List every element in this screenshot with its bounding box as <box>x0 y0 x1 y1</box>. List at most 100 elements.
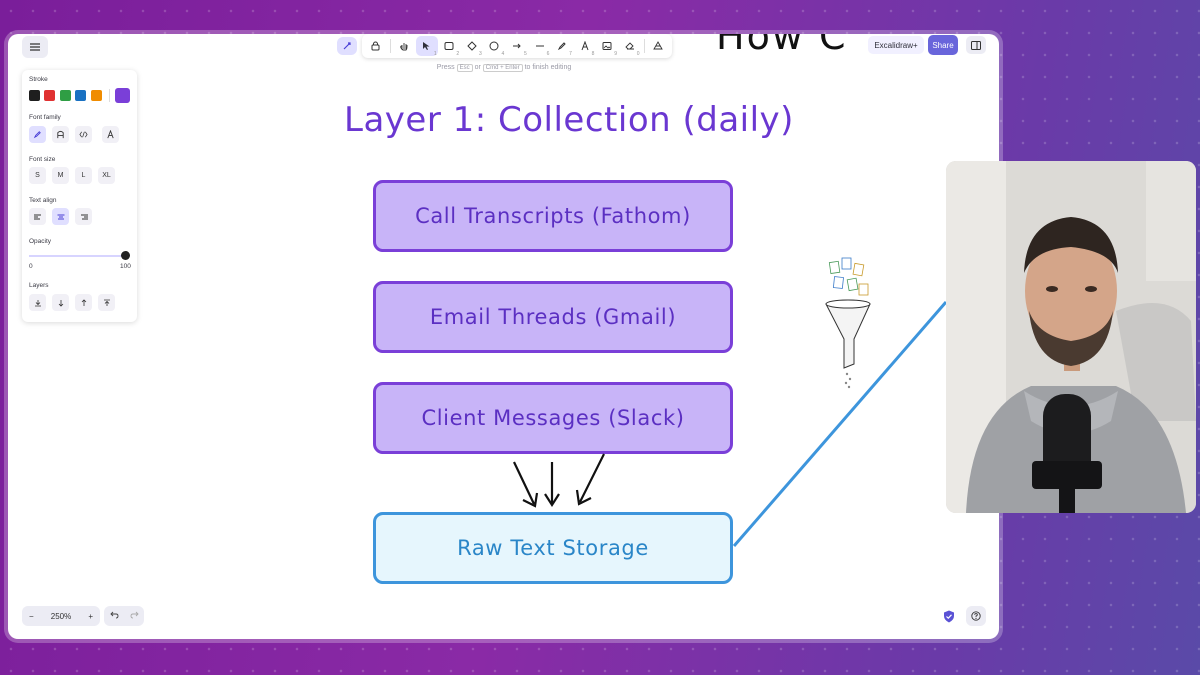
send-to-back-icon <box>34 299 41 306</box>
undo-button[interactable] <box>109 611 119 621</box>
opacity-slider-track[interactable] <box>29 255 127 257</box>
bring-to-front-icon <box>103 299 110 306</box>
presenter-video <box>946 161 1196 513</box>
main-menu-button[interactable] <box>22 36 48 58</box>
tool-number: 9 <box>614 51 617 57</box>
stroke-swatch-blue[interactable] <box>75 90 86 101</box>
share-button[interactable]: Share <box>928 35 958 55</box>
funnel-illustration[interactable] <box>763 254 943 404</box>
hand-icon <box>400 43 408 51</box>
opacity-label: Opacity <box>29 238 52 245</box>
align-left-button[interactable] <box>29 208 46 225</box>
send-backward-button[interactable] <box>52 294 69 311</box>
tool-selection[interactable]: 1 <box>416 36 438 57</box>
code-icon <box>79 131 88 138</box>
canvas-drawings <box>513 254 948 547</box>
zoom-out-button[interactable]: − <box>29 611 34 621</box>
lock-icon <box>371 41 380 51</box>
font-family-label: Font family <box>29 114 61 121</box>
hint-key-cmd-enter: Cmd + Enter <box>482 64 523 72</box>
align-right-icon <box>80 214 88 219</box>
excalidraw-plus-button[interactable]: Excalidraw+ <box>868 36 924 54</box>
arrow-up-icon <box>81 298 86 306</box>
shield-icon[interactable] <box>943 610 955 623</box>
tool-line[interactable]: 6 <box>529 36 551 57</box>
font-size-m[interactable]: M <box>52 167 69 184</box>
shape-toolbar: 1 2 3 4 5 6 7 8 <box>362 34 672 58</box>
image-icon <box>602 42 612 50</box>
bring-forward-button[interactable] <box>75 294 92 311</box>
font-normal-icon <box>57 130 64 139</box>
zoom-in-button[interactable]: + <box>88 611 93 621</box>
tool-ellipse[interactable]: 4 <box>484 36 506 57</box>
tool-lock-button[interactable] <box>337 37 357 55</box>
tool-number: 0 <box>636 51 640 57</box>
diamond-icon <box>467 41 477 51</box>
line-icon <box>535 45 544 47</box>
connector-line[interactable] <box>732 301 948 547</box>
tool-number: 1 <box>433 51 437 57</box>
box-call-transcripts[interactable]: Call Transcripts (Fathom) <box>373 180 733 252</box>
tool-hand[interactable] <box>394 36 416 56</box>
font-size-xl[interactable]: XL <box>98 167 115 184</box>
editing-hint: Press Esc or Cmd + Enter to finish editi… <box>344 64 664 72</box>
tool-more-shapes[interactable] <box>648 36 670 56</box>
opacity-max: 100 <box>120 263 131 270</box>
stroke-current-color[interactable] <box>115 88 130 103</box>
zoom-level[interactable]: 250% <box>50 611 72 621</box>
help-button[interactable] <box>966 606 986 626</box>
font-size-s[interactable]: S <box>29 167 46 184</box>
font-more-button[interactable] <box>102 126 119 143</box>
ellipse-icon <box>489 41 499 51</box>
font-normal-button[interactable] <box>52 126 69 143</box>
rectangle-icon <box>444 42 454 50</box>
eraser-icon <box>625 42 634 50</box>
tool-lock[interactable] <box>365 36 387 56</box>
library-button[interactable] <box>966 36 986 54</box>
selection-icon <box>423 42 430 50</box>
merge-arrows[interactable] <box>513 453 605 508</box>
font-size-label: Font size <box>29 156 56 163</box>
stroke-swatch-red[interactable] <box>44 90 55 101</box>
webcam-overlay <box>946 161 1196 513</box>
tool-pencil[interactable]: 7 <box>551 36 573 57</box>
arrow-down-icon <box>58 299 63 307</box>
toolbar-separator <box>643 39 645 53</box>
box-client-messages[interactable]: Client Messages (Slack) <box>373 382 733 454</box>
stroke-swatch-black[interactable] <box>29 90 40 101</box>
send-to-back-button[interactable] <box>29 294 46 311</box>
font-code-button[interactable] <box>75 126 92 143</box>
hamburger-icon <box>30 43 40 51</box>
keep-tool-icon <box>343 42 351 50</box>
font-hand-drawn-button[interactable] <box>29 126 46 143</box>
box-raw-text-storage[interactable]: Raw Text Storage <box>373 512 733 584</box>
zoom-controls: − 250% + <box>22 606 100 626</box>
tool-diamond[interactable]: 3 <box>461 36 483 57</box>
arrow-icon <box>513 43 521 49</box>
align-right-button[interactable] <box>75 208 92 225</box>
redo-button[interactable] <box>130 611 139 621</box>
tool-rectangle[interactable]: 2 <box>439 36 461 57</box>
font-size-l[interactable]: L <box>75 167 92 184</box>
tool-eraser[interactable]: 0 <box>619 36 641 57</box>
tool-arrow[interactable]: 5 <box>506 36 528 57</box>
stroke-swatch-green[interactable] <box>60 90 71 101</box>
tool-number: 8 <box>591 51 595 57</box>
box-email-threads[interactable]: Email Threads (Gmail) <box>373 281 733 353</box>
hint-prefix: Press <box>436 64 455 71</box>
diagram-title[interactable]: Layer 1: Collection (daily) <box>344 100 794 140</box>
text-align-label: Text align <box>29 197 57 204</box>
stroke-label: Stroke <box>29 76 48 83</box>
hint-suffix: to finish editing <box>524 64 572 71</box>
text-icon <box>581 41 589 51</box>
align-center-button[interactable] <box>52 208 69 225</box>
pencil-icon <box>33 131 41 139</box>
tool-text[interactable]: 8 <box>574 36 596 57</box>
redo-icon <box>130 611 139 619</box>
tool-image[interactable]: 9 <box>596 36 618 57</box>
tool-number: 3 <box>478 51 482 57</box>
bring-to-front-button[interactable] <box>98 294 115 311</box>
opacity-slider-handle[interactable] <box>121 251 130 260</box>
stroke-swatch-orange[interactable] <box>91 90 102 101</box>
font-picker-icon <box>107 130 114 139</box>
